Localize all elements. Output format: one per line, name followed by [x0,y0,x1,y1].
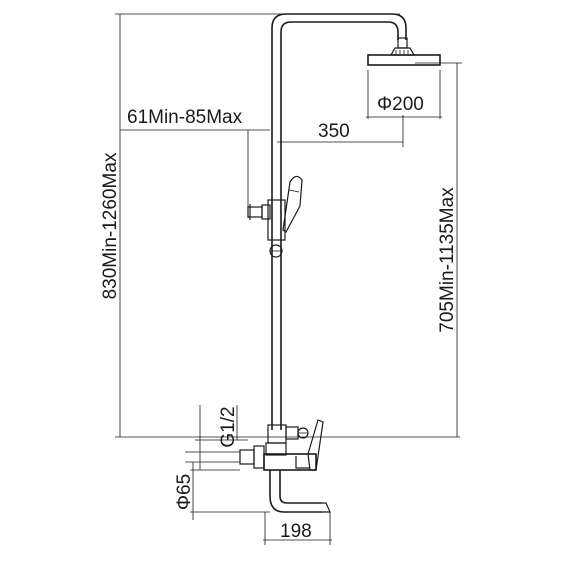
head-diameter-dimension: Φ200 [366,70,442,119]
mixer-body [185,419,331,513]
offset-label: 61Min-85Max [127,107,243,128]
total-height-label: 830Min-1260Max [100,152,121,299]
spout-length-label: 198 [280,521,312,542]
inlet-diameter-label: Φ65 [174,474,195,510]
head-height-label: 705Min-1135Max [437,187,458,333]
head-height-dimension: 705Min-1135Max [415,62,462,437]
shower-head [367,37,441,66]
inlet-diameter-dimension: Φ65 [174,462,270,520]
riser-pipe [271,13,407,430]
total-height-dimension: 830Min-1260Max [100,13,460,438]
diverter-block [265,424,309,456]
arm-length-dimension: 350 [277,115,404,147]
offset-dimension: 61Min-85Max [120,107,270,218]
inlet-thread-label: G1/2 [218,406,239,447]
spout-length-dimension: 198 [263,512,332,545]
arm-length-label: 350 [318,121,350,142]
hand-shower-assembly [247,175,303,258]
inlet-thread-dimension: G1/2 [195,405,248,470]
head-diameter-label: Φ200 [377,94,424,115]
